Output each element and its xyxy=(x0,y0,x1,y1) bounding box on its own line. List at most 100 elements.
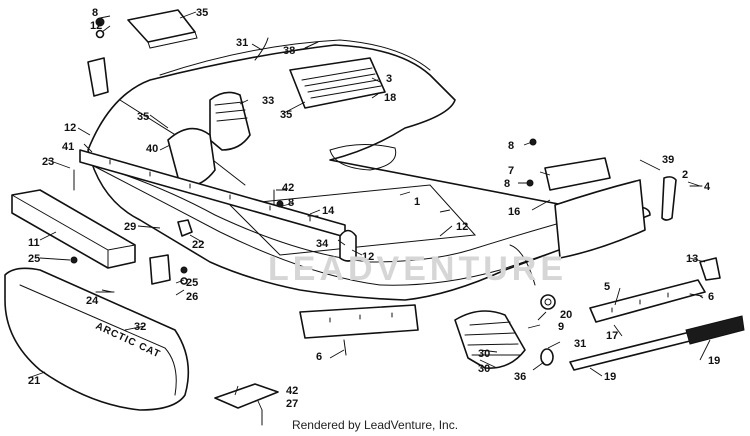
callout-1: 1 xyxy=(414,196,420,208)
center-bar-holes xyxy=(329,312,393,323)
callout-39: 40 xyxy=(146,143,158,155)
callout-23: 23 xyxy=(42,156,54,168)
cable-37 xyxy=(304,41,319,49)
callout-9: 9 xyxy=(558,321,564,333)
boot-ribs xyxy=(464,321,521,356)
lower-rail-holes xyxy=(611,292,669,313)
callout-17: 18 xyxy=(384,92,396,104)
callout-13: 13 xyxy=(686,253,698,265)
grommet xyxy=(540,294,556,310)
nut-8-right xyxy=(529,138,537,146)
bracket-22 xyxy=(177,219,193,237)
callout-8-mid: 8 xyxy=(288,197,294,209)
callout-38: 39 xyxy=(662,154,674,166)
hood-top-line xyxy=(159,39,431,76)
callout-12-mid: 12 xyxy=(456,221,468,233)
hood-crease-2 xyxy=(329,143,397,171)
top-cover-edge xyxy=(147,31,198,49)
callout-15: 16 xyxy=(508,206,520,218)
top-cover xyxy=(127,9,196,43)
callout-21: 21 xyxy=(28,375,40,387)
callout-25-mid: 25 xyxy=(186,277,198,289)
hood-floor xyxy=(228,184,477,256)
callout-11: 12 xyxy=(64,122,76,134)
callout-12-low: 12 xyxy=(362,251,374,263)
callout-16: 17 xyxy=(606,330,618,342)
side-panel xyxy=(554,179,646,259)
callout-3: 4 xyxy=(704,181,711,193)
callout-24: 24 xyxy=(86,295,99,307)
callout-6-right: 6 xyxy=(708,291,714,303)
nose-cone-edge xyxy=(19,284,177,396)
hood-inner-edge xyxy=(94,164,601,263)
callout-7: 7 xyxy=(508,165,514,177)
callout-8-right-a: 8 xyxy=(508,140,514,152)
callout-2: 2 xyxy=(682,169,688,181)
callout-14: 14 xyxy=(322,205,335,217)
bumper-frame xyxy=(11,189,136,269)
callout-34: 34 xyxy=(316,238,329,250)
watermark-text: LEADVENTURE xyxy=(268,250,568,288)
callout-40: 41 xyxy=(62,141,74,153)
callout-4: 3 xyxy=(386,73,392,85)
rubber-strip xyxy=(685,315,745,345)
leader-lines xyxy=(27,11,711,411)
lower-rail xyxy=(589,279,706,323)
center-bar xyxy=(299,304,419,339)
lower-plate xyxy=(214,383,279,409)
ring-clamp xyxy=(540,348,554,366)
skid-bar xyxy=(569,331,695,371)
upper-mount xyxy=(544,157,611,191)
hood-rim xyxy=(81,159,641,286)
callout-35-left: 35 xyxy=(137,111,149,123)
side-rail-holes xyxy=(109,159,311,222)
nut-8-mid xyxy=(276,200,284,208)
callout-35-mid: 35 xyxy=(280,109,292,121)
callout-33: 33 xyxy=(262,95,274,107)
grommet-inner xyxy=(544,298,552,306)
vent-slats xyxy=(301,67,382,99)
bolt-6-right xyxy=(689,293,703,297)
bumper-frame-top xyxy=(11,194,136,269)
callout-29: 30 xyxy=(478,348,490,360)
callout-5: 5 xyxy=(604,281,610,293)
callout-8-top: 8 xyxy=(92,7,98,19)
callout-26: 26 xyxy=(186,291,198,303)
callout-6-low: 6 xyxy=(316,351,322,363)
bumper-bracket xyxy=(149,254,171,285)
callout-10: 11 xyxy=(28,237,40,249)
nose-cone xyxy=(4,267,190,411)
callout-41: 42 xyxy=(282,182,294,194)
vent-louver xyxy=(289,57,386,109)
bolt-6-lower xyxy=(343,339,347,356)
nut-8-right2 xyxy=(526,179,534,187)
headlight-housing xyxy=(209,91,251,151)
callout-36: 36 xyxy=(514,371,526,383)
callout-31-top: 31 xyxy=(236,37,248,49)
callout-28: 29 xyxy=(124,221,136,233)
bracket-washer xyxy=(95,29,105,39)
callout-8-right-b: 8 xyxy=(504,178,510,190)
fastener-a xyxy=(180,266,188,274)
callout-32: 32 xyxy=(134,321,146,333)
cable-31 xyxy=(254,37,269,61)
callout-37: 38 xyxy=(283,45,295,57)
side-strip xyxy=(661,176,677,221)
fastener-c xyxy=(70,256,78,264)
callout-27: 27 xyxy=(286,398,298,410)
cable-loop xyxy=(509,244,536,286)
callout-18: 19 xyxy=(604,371,616,383)
callout-12-top: 12 xyxy=(90,20,102,32)
callout-20: 20 xyxy=(560,309,572,321)
callout-19: 19 xyxy=(708,355,720,367)
callout-30: 30 xyxy=(478,363,490,375)
side-tab xyxy=(699,257,721,281)
callout-31-low: 31 xyxy=(574,338,586,350)
callout-35-top: 35 xyxy=(196,7,208,19)
callout-25-left: 25 xyxy=(28,253,40,265)
headlight-ribs xyxy=(214,101,248,122)
clip-34 xyxy=(339,229,357,262)
upper-left-bracket xyxy=(87,57,109,97)
